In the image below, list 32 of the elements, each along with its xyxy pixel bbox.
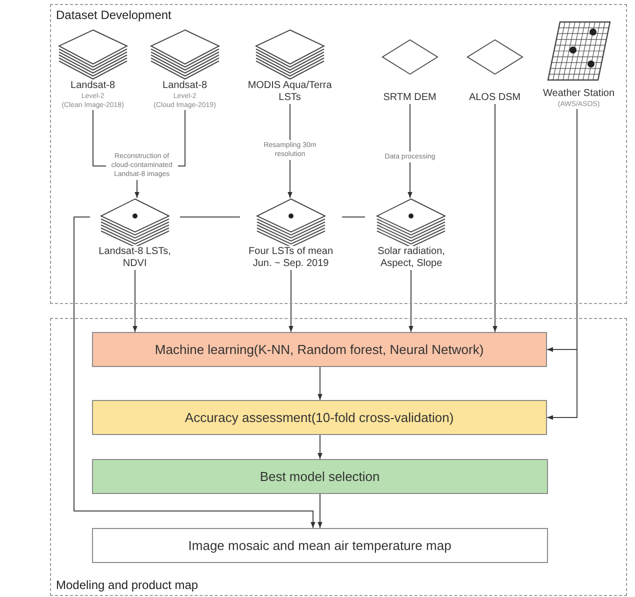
group-heading: Modeling and product map <box>56 578 198 592</box>
arrow <box>318 366 322 400</box>
process-box: Machine learning(K-NN, Random forest, Neural Network) <box>92 332 547 367</box>
source-label: Solar radiation, Aspect, Slope <box>376 246 446 270</box>
source-label: Landsat-8 LSTs, NDVI <box>98 246 172 270</box>
source-label: ALOS DSM <box>468 92 521 104</box>
arrow <box>74 216 316 528</box>
source-label: Four LSTs of mean Jun. ~ Sep. 2019 <box>248 246 334 270</box>
group-frame <box>50 318 627 596</box>
arrow <box>288 270 294 332</box>
arrow <box>408 104 412 198</box>
arrow <box>408 270 414 332</box>
process-box: Accuracy assessment(10-fold cross-validation) <box>92 400 547 435</box>
arrow <box>132 270 138 332</box>
arrow <box>492 104 498 332</box>
source-label: SRTM DEM <box>383 92 436 104</box>
arrow <box>318 434 322 460</box>
process-box: Image mosaic and mean air temperature map <box>92 528 548 563</box>
connector-line <box>92 110 106 166</box>
arrow <box>318 494 322 528</box>
group-frame <box>50 4 627 304</box>
source-label: Landsat-8 <box>70 80 116 92</box>
source-label: MODIS Aqua/Terra LSTs <box>246 80 333 104</box>
arrow <box>134 180 140 198</box>
connector-line <box>342 216 366 218</box>
arrow <box>546 108 578 420</box>
connector-line <box>180 216 240 218</box>
process-box: Best model selection <box>92 458 548 494</box>
group-heading: Dataset Development <box>56 8 172 22</box>
connector-line <box>178 110 186 166</box>
source-label: Weather Station <box>543 88 615 100</box>
source-label: Landsat-8 <box>162 80 208 92</box>
